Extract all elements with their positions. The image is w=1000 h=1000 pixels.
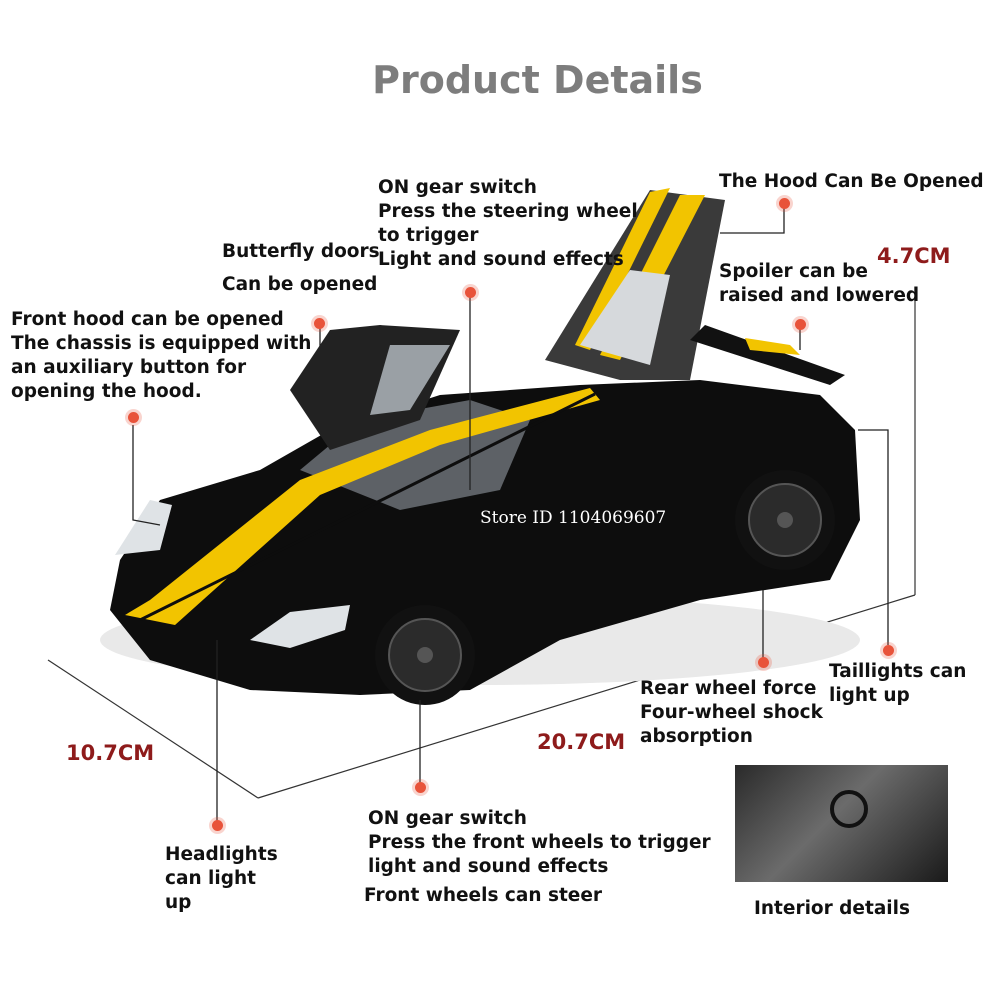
label-line: The chassis is equipped with bbox=[11, 333, 312, 354]
label-rear-wheel: Rear wheel force Four-wheel shock absorp… bbox=[640, 677, 823, 749]
dimension-width: 10.7CM bbox=[66, 741, 155, 765]
dimension-length: 20.7CM bbox=[537, 730, 626, 754]
label-line: to trigger bbox=[378, 225, 479, 246]
spoiler bbox=[690, 325, 845, 385]
stripe-divider bbox=[139, 392, 596, 622]
label-line: up bbox=[165, 892, 192, 913]
label-headlights: Headlights can light up bbox=[165, 843, 278, 915]
label-line: light and sound effects bbox=[368, 856, 609, 877]
door-stripe bbox=[575, 188, 670, 350]
rear-wheel bbox=[735, 470, 835, 570]
spoiler-stripe bbox=[745, 338, 800, 355]
label-line: Press the steering wheel bbox=[378, 201, 638, 222]
label-line: Press the front wheels to trigger bbox=[368, 832, 711, 853]
callout-dot bbox=[795, 319, 806, 330]
door-window-left bbox=[370, 345, 450, 415]
label-front-wheels: ON gear switch Press the front wheels to… bbox=[368, 807, 711, 879]
label-line: light up bbox=[829, 685, 910, 706]
leader-lines bbox=[132, 205, 889, 825]
label-line: an auxiliary button for bbox=[11, 357, 247, 378]
label-line: can light bbox=[165, 868, 257, 889]
interior-photo bbox=[735, 765, 948, 882]
label-spoiler: Spoiler can be raised and lowered bbox=[719, 260, 919, 308]
callout-dot bbox=[758, 657, 769, 668]
label-line: opening the hood. bbox=[11, 381, 202, 402]
page-title: Product Details bbox=[372, 58, 703, 102]
callout-dot bbox=[415, 782, 426, 793]
label-line: Rear wheel force bbox=[640, 678, 817, 699]
label-line: raised and lowered bbox=[719, 285, 920, 306]
headlight-left bbox=[115, 500, 172, 555]
label-line: Front hood can be opened bbox=[11, 309, 284, 330]
store-watermark: Store ID 1104069607 bbox=[480, 508, 667, 528]
label-front-hood: Front hood can be opened The chassis is … bbox=[11, 308, 311, 404]
callout-dot bbox=[128, 412, 139, 423]
dimension-height: 4.7CM bbox=[877, 244, 951, 268]
callout-dot bbox=[779, 198, 790, 209]
label-butterfly-doors: Butterfly doors Can be opened bbox=[222, 240, 380, 297]
steering-wheel-icon bbox=[830, 790, 868, 828]
callout-dot bbox=[465, 287, 476, 298]
callout-dot bbox=[212, 820, 223, 831]
front-wheel bbox=[375, 605, 475, 705]
label-line: absorption bbox=[640, 726, 753, 747]
headlight-right bbox=[250, 605, 350, 648]
label-steering-wheel: ON gear switch Press the steering wheel … bbox=[378, 176, 638, 272]
label-front-wheels-steer: Front wheels can steer bbox=[364, 885, 603, 906]
label-line: Spoiler can be bbox=[719, 261, 868, 282]
callout-dot bbox=[883, 645, 894, 656]
label-line: Can be opened bbox=[222, 274, 378, 295]
label-line: Light and sound effects bbox=[378, 249, 624, 270]
label-interior: Interior details bbox=[754, 898, 910, 919]
label-line: Taillights can bbox=[829, 661, 967, 682]
racing-stripe bbox=[125, 388, 600, 625]
label-line: Butterfly doors bbox=[222, 241, 380, 262]
door-window-right bbox=[580, 270, 670, 365]
label-line: ON gear switch bbox=[378, 177, 537, 198]
label-line: Four-wheel shock bbox=[640, 702, 823, 723]
label-line: ON gear switch bbox=[368, 808, 527, 829]
label-hood-opened: The Hood Can Be Opened bbox=[719, 171, 984, 192]
callout-dot bbox=[314, 318, 325, 329]
label-taillights: Taillights can light up bbox=[829, 660, 966, 708]
label-line: Headlights bbox=[165, 844, 278, 865]
